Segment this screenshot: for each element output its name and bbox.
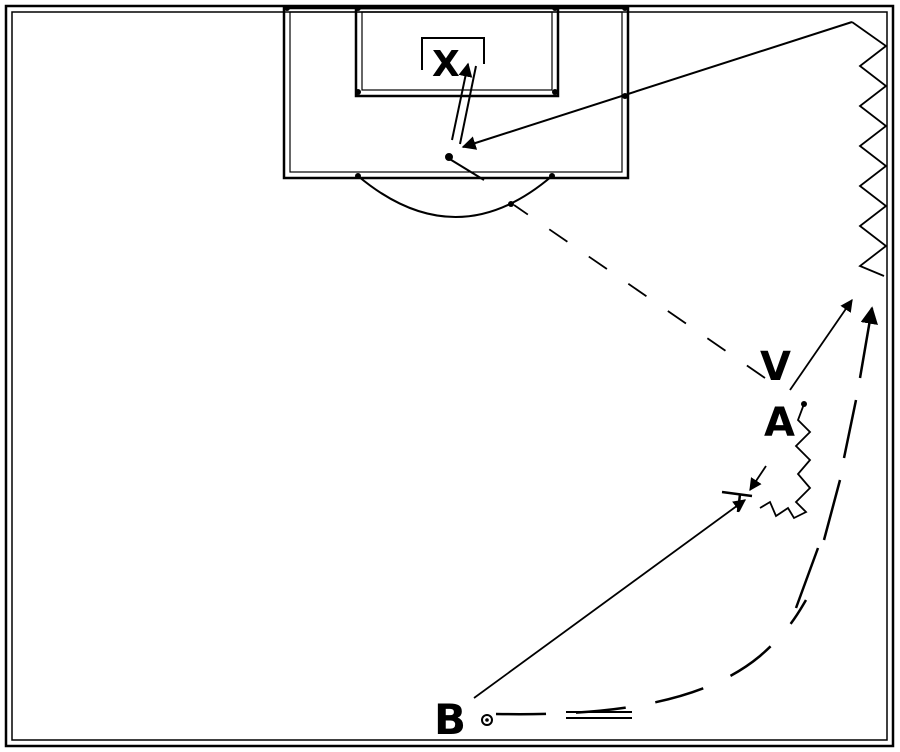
pass-line-top-right (461, 21, 853, 150)
pass-b-to-screen (473, 499, 747, 699)
player-x-label: X (432, 44, 460, 85)
pass-a-to-wing (789, 298, 853, 391)
player-a-label: A (764, 400, 795, 446)
ball-icon (481, 714, 493, 726)
free-throw-arc (357, 175, 553, 218)
dribble-zigzag-sideline (851, 21, 888, 277)
dashed-curve-b (495, 599, 808, 716)
cut-dashed-v-to-elbow (513, 204, 766, 379)
player-b-label: B (434, 695, 466, 744)
free-throw-lane (282, 6, 630, 180)
x-marker-frame (421, 37, 485, 70)
lane-marks (284, 5, 628, 207)
dashed-double-segment (566, 711, 632, 719)
restricted-area (354, 6, 560, 98)
basket-cuts (445, 62, 485, 181)
dribble-zigzag-a (759, 403, 812, 520)
player-v-label: V (760, 344, 791, 390)
dashed-cuts-right (794, 306, 878, 609)
dribble-start-dot (801, 401, 807, 407)
screen-mark (721, 490, 753, 513)
short-arrow-screen (749, 465, 767, 492)
